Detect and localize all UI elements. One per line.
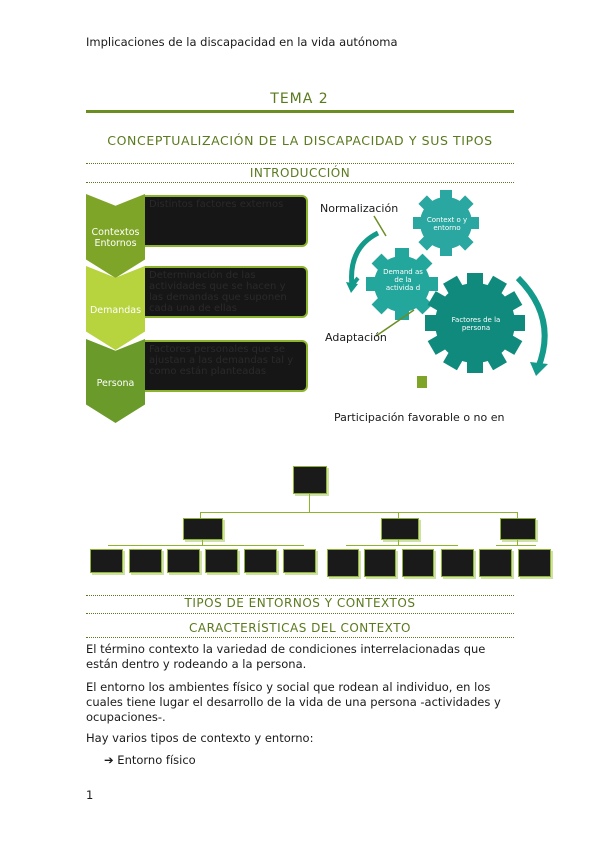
org-level2-box [500, 518, 536, 540]
org-leaf-box [205, 549, 238, 573]
chevron-persona: Persona [86, 339, 145, 423]
org-leaf-box [90, 549, 123, 573]
chevron-text-contextos: Distintos factores externos [145, 195, 308, 247]
section-caracteristicas-heading: CARACTERÍSTICAS DEL CONTEXTO [189, 621, 411, 635]
section-divider [86, 595, 514, 596]
gear-demandas-label: Demand as de la activida d [383, 268, 423, 292]
org-connector [398, 512, 399, 518]
pointer-line-adaptacion [375, 309, 415, 337]
gear-factores-label: Factores de la persona [451, 316, 501, 332]
org-leaf-box [402, 549, 434, 577]
org-connector [346, 545, 458, 546]
gear-contexto-icon [413, 190, 479, 256]
section-divider [86, 613, 514, 614]
org-root-box [293, 466, 327, 494]
chevron-contextos: Contextos Entornos [86, 194, 145, 278]
gear-diagram [346, 190, 548, 388]
org-leaf-box [441, 549, 474, 577]
arrow-bullet-icon: ➔ [104, 753, 114, 767]
section-divider [86, 163, 514, 164]
org-leaf-box [283, 549, 316, 573]
section-intro-heading: INTRODUCCIÓN [249, 166, 351, 180]
org-connector [200, 512, 201, 518]
org-leaf-box [129, 549, 162, 573]
adaptacion-label: Adaptación [325, 331, 387, 344]
section-divider [86, 182, 514, 183]
page-number: 1 [86, 788, 94, 802]
org-connector [496, 545, 536, 546]
down-arrow-icon [417, 376, 427, 388]
participacion-label: Participación favorable o no en [334, 411, 505, 424]
paragraph-contexto: El término contexto la variedad de condi… [86, 642, 486, 671]
org-leaf-box [244, 549, 277, 573]
paragraph-tipos: Hay varios tipos de contexto y entorno: [86, 731, 314, 745]
arrow-head-right [530, 362, 548, 376]
bullet-label: Entorno físico [117, 753, 196, 767]
org-connector [309, 493, 310, 513]
org-connector [398, 539, 399, 545]
normalizacion-label: Normalización [320, 202, 399, 215]
pointer-line-normalizacion [373, 215, 387, 237]
org-leaf-box [327, 549, 359, 577]
arrow-head-left [346, 282, 358, 293]
chevron-text-demandas: Determinación de las actividades que se … [145, 266, 308, 318]
org-connector [200, 512, 518, 513]
bullet-entorno-fisico: ➔ Entorno físico [104, 753, 404, 768]
section-tipos-heading: TIPOS DE ENTORNOS Y CONTEXTOS [184, 596, 416, 610]
org-level2-box [381, 518, 419, 540]
curved-arrow-right [515, 275, 548, 370]
curved-arrow-left-body [349, 230, 380, 287]
gear-demandas-icon [366, 248, 438, 320]
document-title: CONCEPTUALIZACIÓN DE LA DISCAPACIDAD Y S… [107, 133, 493, 148]
org-leaf-box [518, 549, 551, 577]
chevron-demandas: Demandas [86, 266, 145, 350]
paragraph-entorno: El entorno los ambientes físico y social… [86, 680, 501, 724]
section-divider [86, 637, 514, 638]
org-connector [517, 512, 518, 518]
org-leaf-box [364, 549, 396, 577]
chevron-text-persona: Factores personales que se ajustan a las… [145, 340, 308, 392]
heading-rule [86, 110, 514, 113]
org-level2-box [183, 518, 223, 540]
gear-factores-icon [425, 273, 525, 373]
org-connector [202, 539, 203, 545]
running-header: Implicaciones de la discapacidad en la v… [86, 35, 398, 49]
org-connector [108, 545, 304, 546]
org-leaf-box [167, 549, 200, 573]
tema-heading: TEMA 2 [270, 91, 329, 107]
gear-contexto-label: Context o y entorno [426, 216, 468, 232]
org-connector [517, 539, 518, 545]
org-leaf-box [479, 549, 512, 577]
